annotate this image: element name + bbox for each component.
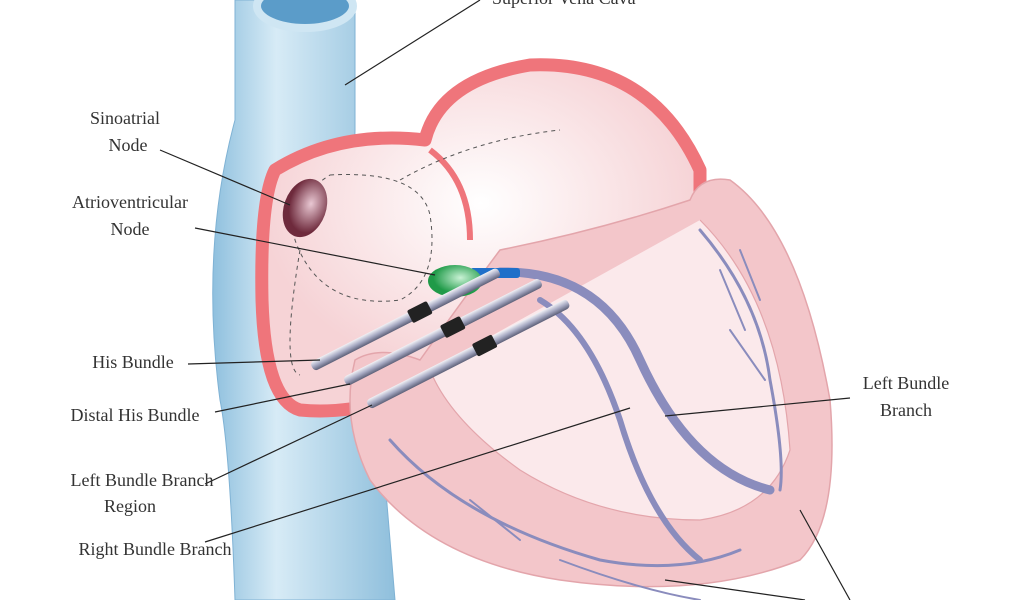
label-sinoatrial-node-2: Node [109, 135, 148, 155]
label-av-node-1: Atrioventricular [72, 192, 188, 212]
label-lbb-region-2: Region [104, 496, 156, 516]
atria [255, 58, 707, 418]
conduction-system [388, 228, 783, 600]
sinoatrial-node [282, 178, 328, 238]
label-distal-his-bundle: Distal His Bundle [71, 405, 200, 425]
distal-his-bundle-lead [344, 279, 542, 386]
leader-lines [159, 0, 851, 600]
pacing-leads [311, 268, 570, 409]
label-his-bundle: His Bundle [92, 352, 174, 372]
his-bundle-lead [311, 268, 501, 371]
left-bundle-branch-lead [367, 299, 570, 409]
label-left-bundle-branch-1: Left Bundle [863, 373, 949, 393]
label-left-bundle-branch-2: Branch [880, 400, 932, 420]
label-superior-vena-cava: Superior Vena Cava [492, 0, 636, 8]
label-av-node-2: Node [111, 219, 150, 239]
label-right-bundle-branch: Right Bundle Branch [79, 539, 232, 559]
label-lbb-region-1: Left Bundle Branch [71, 470, 214, 490]
label-sinoatrial-node-1: Sinoatrial [90, 108, 160, 128]
